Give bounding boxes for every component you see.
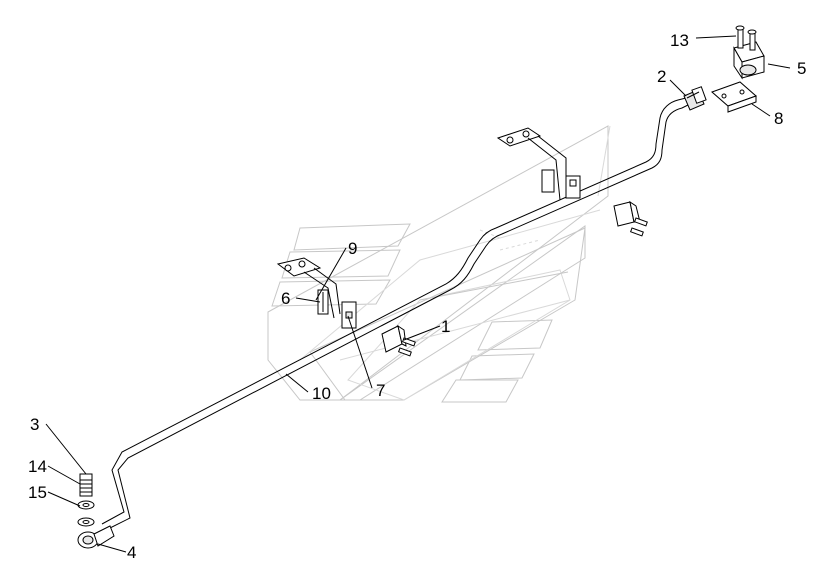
callout-5: 5 — [797, 59, 806, 78]
callout-6: 6 — [281, 289, 290, 308]
callout-10: 10 — [312, 384, 331, 403]
union-fitting-part-2 — [683, 86, 707, 111]
loose-clamp-right — [613, 200, 648, 237]
callout-1: 1 — [441, 317, 450, 336]
callout-14: 14 — [28, 457, 47, 476]
upper-tube-bracket — [496, 127, 581, 201]
screw-part-13 — [735, 25, 757, 51]
callout-3: 3 — [30, 415, 39, 434]
callout-8: 8 — [774, 109, 783, 128]
bracket-part-8 — [711, 81, 757, 113]
callout-7: 7 — [376, 381, 385, 400]
washer-part-15 — [77, 500, 95, 527]
banjo-fitting-part-4 — [77, 525, 115, 549]
background-body-outline — [267, 125, 611, 403]
callout-4: 4 — [127, 543, 136, 562]
callout-labels: 1 2 3 4 5 6 7 8 9 10 13 14 15 — [28, 31, 806, 562]
fitting-part-14 — [79, 479, 93, 497]
clamp-part-1 — [381, 324, 416, 357]
bracket-part-9 — [276, 257, 341, 319]
clamp-block-part-5 — [733, 41, 765, 80]
callout-9: 9 — [348, 239, 357, 258]
callout-13: 13 — [670, 31, 689, 50]
callout-15: 15 — [28, 483, 47, 502]
brake-tube — [101, 97, 691, 531]
callout-2: 2 — [657, 67, 666, 86]
clamp-block-part-7 — [341, 301, 357, 329]
fitting-part-3 — [79, 473, 93, 481]
leader-lines — [45, 35, 791, 553]
